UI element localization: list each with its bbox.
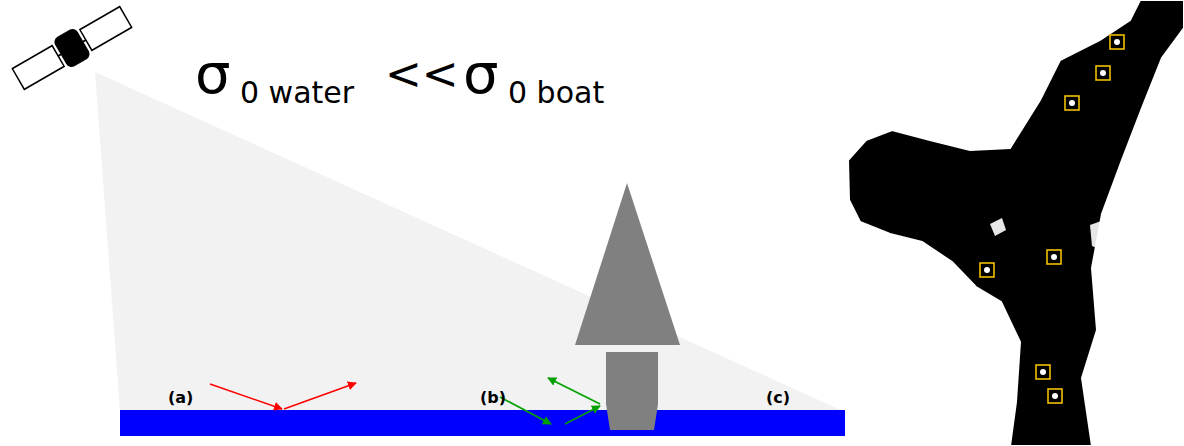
sar-image (848, 0, 1184, 446)
panel-letter: (a) (168, 390, 193, 406)
panel-letter: (b) (480, 390, 506, 406)
boat (575, 183, 680, 430)
subscript: 0 water (240, 78, 354, 108)
satellite (10, 2, 134, 93)
panel-letter: (c) (766, 390, 790, 406)
sigma-symbol: σ (195, 46, 231, 102)
radar-beam (95, 72, 845, 412)
subscript: 0 boat (508, 78, 604, 108)
double-bounce (500, 378, 600, 424)
water-surface (120, 410, 845, 436)
sigma-symbol: σ (463, 46, 499, 102)
specular-reflection (210, 383, 356, 409)
comparison-sign: << (385, 52, 459, 96)
